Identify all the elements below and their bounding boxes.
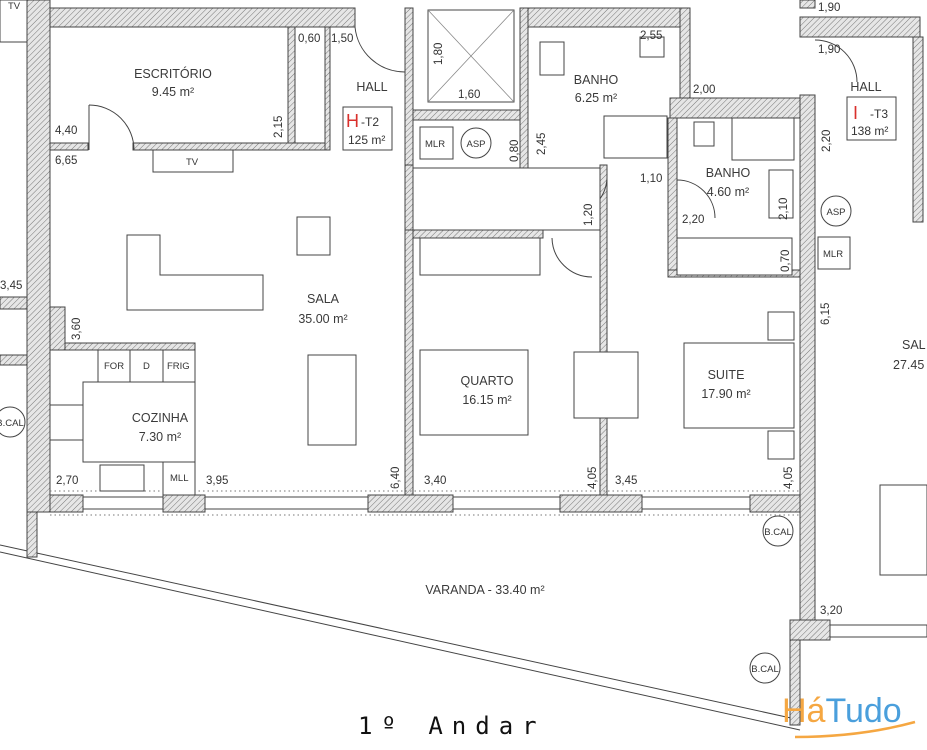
kitchen-counters [49,349,196,496]
room-name-sala-t3: SAL [902,338,926,352]
boiler-label: B.CAL [751,664,778,675]
dimension: 1,60 [458,89,480,101]
dimension: 6,15 [820,303,832,325]
unit-letter: I [853,103,858,123]
dimension: 3,40 [424,475,446,487]
logo-text-a: Há [782,692,826,730]
boiler-label: B.CAL [0,418,24,429]
dishwasher-label: D [143,361,150,372]
dimension: 2,45 [536,133,548,155]
dimension: 4,40 [55,125,77,137]
dimension: 1,50 [331,33,353,45]
unit-type: -T3 [870,107,888,121]
bath-fixtures [539,36,795,219]
dimension: 6,65 [55,155,77,167]
dimension: 6,40 [390,467,402,489]
tv-label: TV [186,157,199,168]
furniture [126,149,927,576]
room-name-suite: SUITE [708,368,745,382]
unit-area: 125 m² [348,133,385,147]
room-name-sala: SALA [307,292,340,306]
room-name-hall-t3: HALL [850,80,881,94]
unit-area: 138 m² [851,124,888,138]
dimension: 3,95 [206,475,228,487]
oven-label: FOR [104,361,124,372]
dimension: 0,60 [298,33,320,45]
tv-label: TV [8,1,21,12]
mlr-label: MLR [823,249,843,260]
asp-label: ASP [466,139,485,150]
logo-text: HáTudo [782,692,902,730]
dimension: 1,90 [818,2,840,14]
room-area-quarto: 16.15 m² [462,393,511,407]
room-name-banho2: BANHO [706,166,751,180]
room-name-hall-t2: HALL [356,80,387,94]
washer-label: MLL [170,473,188,484]
dimension: 2,20 [682,214,704,226]
floor-title: 1º Andar [358,712,546,740]
dimension: 0,70 [780,250,792,272]
room-name-quarto: QUARTO [460,374,513,388]
logo-text-b: Tudo [825,692,901,730]
dimension: 3,20 [820,605,842,617]
room-name-escritorio: ESCRITÓRIO [134,66,212,81]
room-area-cozinha: 7.30 m² [139,430,181,444]
room-area-banho1: 6.25 m² [575,91,617,105]
dimension: 0,80 [509,140,521,162]
dimension: 2,55 [640,30,662,42]
room-name-banho1: BANHO [574,73,619,87]
shower [427,9,515,103]
dimension: 4,05 [783,467,795,489]
room-area-sala: 35.00 m² [298,312,347,326]
dimension: 1,90 [818,44,840,56]
dimension: 2,70 [56,475,78,487]
unit-marker-t2: H -T2 125 m² [342,106,393,151]
dimension: 1,80 [433,43,445,65]
dimension: 1,20 [583,204,595,226]
mlr-label: MLR [425,139,445,150]
room-name-cozinha: COZINHA [132,411,189,425]
dimension: 2,20 [821,130,833,152]
dimension: 3,45 [615,475,637,487]
room-area-banho2: 4.60 m² [707,185,749,199]
windows [50,490,927,638]
asp-label: ASP [826,207,845,218]
dimension: 1,10 [640,173,662,185]
room-labels: ESCRITÓRIO 9.45 m² HALL BANHO 6.25 m² BA… [132,66,926,597]
unit-marker-t3: I -T3 138 m² [846,96,897,141]
room-area-suite: 17.90 m² [701,387,750,401]
fridge-label: FRIG [167,361,190,372]
dimension: 3,45 [0,280,22,292]
room-area-escritorio: 9.45 m² [152,85,194,99]
walls [0,0,924,726]
hatudo-logo: HáTudo [782,692,916,739]
room-name-varanda: VARANDA - 33.40 m² [425,583,544,597]
dimension: 2,00 [693,84,715,96]
unit-letter: H [346,111,359,131]
varanda-boundary [0,544,801,731]
unit-type: -T2 [361,115,379,129]
dimension: 4,05 [587,467,599,489]
dimension: 2,10 [778,198,790,220]
fixture-labels: TV TV MLR ASP MLR ASP FOR D FRIG MLL B.C… [0,0,852,684]
boiler-label: B.CAL [764,527,791,538]
room-area-sala-t3: 27.45 [893,358,924,372]
dimension: 2,15 [273,116,285,138]
dimension: 3,60 [71,318,83,340]
dimensions: 0,60 1,50 1,80 1,60 2,55 1,90 1,90 2,00 … [0,2,842,617]
